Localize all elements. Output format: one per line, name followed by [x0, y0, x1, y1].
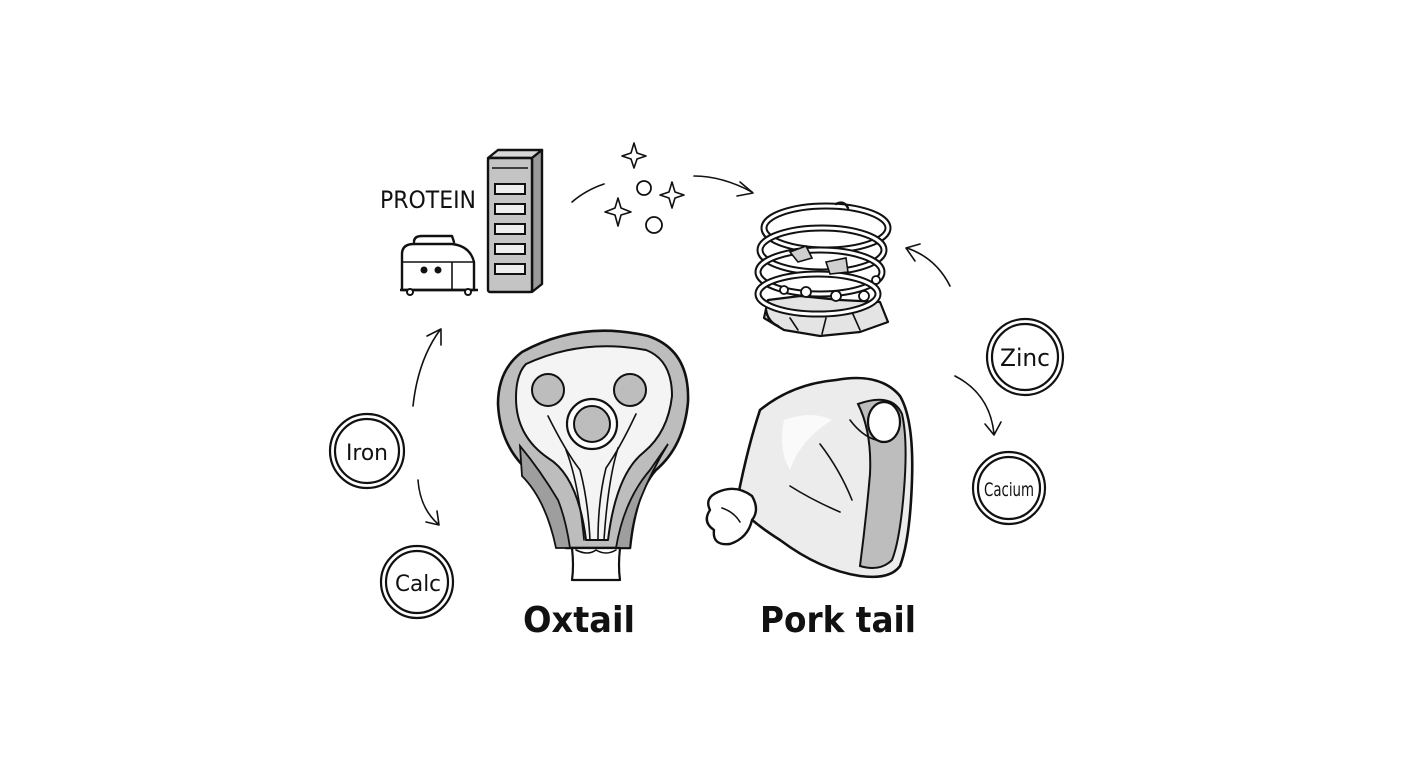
- iron-badge: Iron: [328, 412, 406, 490]
- arrow-iron-to-calc: [417, 479, 440, 526]
- calc-label: Calc: [395, 572, 441, 597]
- pork-tail-label: Pork tail: [760, 600, 916, 641]
- pork-tail-illustration: [705, 376, 914, 579]
- arrows: [412, 175, 1002, 526]
- cacium-badge: Cacium: [971, 450, 1047, 526]
- zinc-badge: Zinc: [985, 317, 1065, 397]
- sparkles-icon: [604, 142, 685, 234]
- zinc-label: Zinc: [1000, 344, 1050, 372]
- oxtail-illustration: [496, 329, 690, 582]
- cacium-label: Cacium: [984, 479, 1034, 501]
- scale-icon: [400, 234, 478, 296]
- collagen-coil-icon: [754, 201, 892, 338]
- arrow-zinc-to-cacium: [954, 375, 1002, 436]
- calc-badge: Calc: [379, 544, 455, 620]
- protein-bar-icon: [486, 148, 544, 294]
- arrow-to-spiral-right: [905, 243, 951, 287]
- protein-group: PROTEIN: [380, 148, 544, 296]
- protein-label: PROTEIN: [380, 186, 476, 214]
- iron-label: Iron: [346, 441, 388, 466]
- arrow-protein-to-spiral: [571, 175, 754, 203]
- arrow-iron-to-protein: [412, 328, 442, 407]
- oxtail-label: Oxtail: [523, 600, 635, 641]
